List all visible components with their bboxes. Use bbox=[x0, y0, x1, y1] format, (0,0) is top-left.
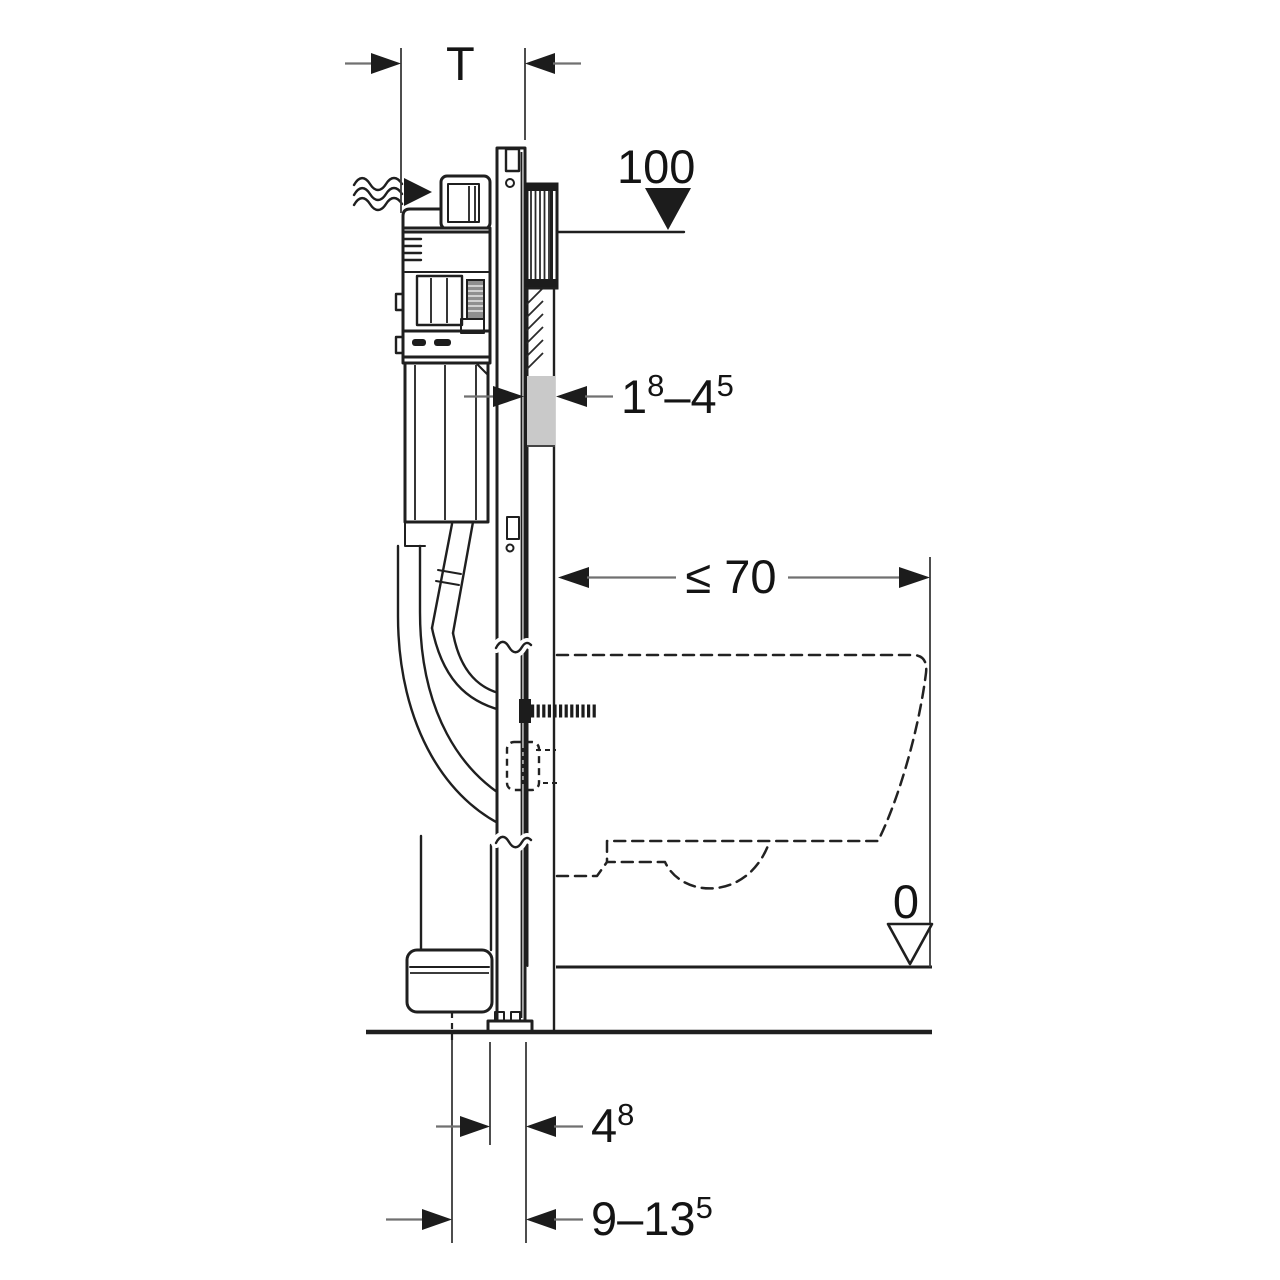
outlet-range-label: 9–135 bbox=[591, 1190, 713, 1245]
filled-level-triangle-icon bbox=[645, 188, 691, 230]
level-0-label: 0 bbox=[893, 875, 919, 928]
valve-roll-threads bbox=[468, 285, 483, 312]
water-supply-arrow-icon bbox=[404, 178, 432, 206]
dimension-arrowhead-icon bbox=[526, 1116, 556, 1137]
dimension-arrowhead-icon bbox=[899, 567, 930, 588]
rail-top-slot bbox=[504, 147, 521, 173]
floor-drain-elbow bbox=[405, 948, 494, 1040]
vent-grille bbox=[402, 237, 423, 262]
dimension-arrowhead-icon bbox=[558, 567, 589, 588]
outlet-front-label: 48 bbox=[591, 1097, 634, 1152]
wc-pan-dashed-outline bbox=[555, 653, 928, 890]
finished-wall-layer bbox=[525, 286, 556, 1033]
dimension-arrowhead-icon bbox=[371, 53, 401, 74]
dimension-arrowhead-icon bbox=[422, 1209, 452, 1230]
open-level-triangle-icon bbox=[886, 922, 934, 966]
dimension-wall-finish: 18–45 bbox=[464, 368, 734, 423]
dimension-t: T bbox=[345, 37, 581, 213]
dimension-arrowhead-icon bbox=[460, 1116, 490, 1137]
dimension-4-8: 48 bbox=[436, 1040, 634, 1243]
water-supply-wave-icon bbox=[352, 176, 404, 212]
floor-lines bbox=[366, 965, 932, 1035]
plaster-hatch bbox=[525, 287, 544, 371]
level-marker-100: 100 bbox=[555, 140, 695, 234]
dimension-arrowhead-icon bbox=[525, 53, 555, 74]
cistern-lower-section bbox=[403, 361, 490, 524]
flushplate-mounting-block bbox=[525, 182, 559, 290]
dimension-arrowhead-icon bbox=[493, 386, 524, 407]
wall-finish-label: 18–45 bbox=[621, 368, 734, 423]
max-70-label: ≤ 70 bbox=[685, 550, 776, 603]
dimension-max-70: ≤ 70 bbox=[558, 550, 931, 967]
pan-fixing-rod bbox=[519, 699, 596, 723]
frame-rail bbox=[486, 146, 536, 1034]
wall-finish-range-block bbox=[527, 376, 555, 446]
dimension-9-13-5: 9–135 bbox=[386, 1190, 713, 1245]
block-stripes bbox=[530, 187, 550, 285]
dimension-arrowhead-icon bbox=[556, 386, 587, 407]
water-supply-indicator bbox=[352, 176, 432, 212]
rail-break-marks bbox=[491, 636, 536, 853]
pan-connection-stub bbox=[505, 740, 557, 792]
dimension-arrowhead-icon bbox=[526, 1209, 556, 1230]
level-100-label: 100 bbox=[617, 140, 695, 193]
dim-t-label: T bbox=[446, 37, 475, 90]
flush-valve bbox=[415, 274, 464, 327]
level-marker-0: 0 bbox=[886, 875, 934, 966]
cistern-assembly bbox=[394, 174, 492, 547]
